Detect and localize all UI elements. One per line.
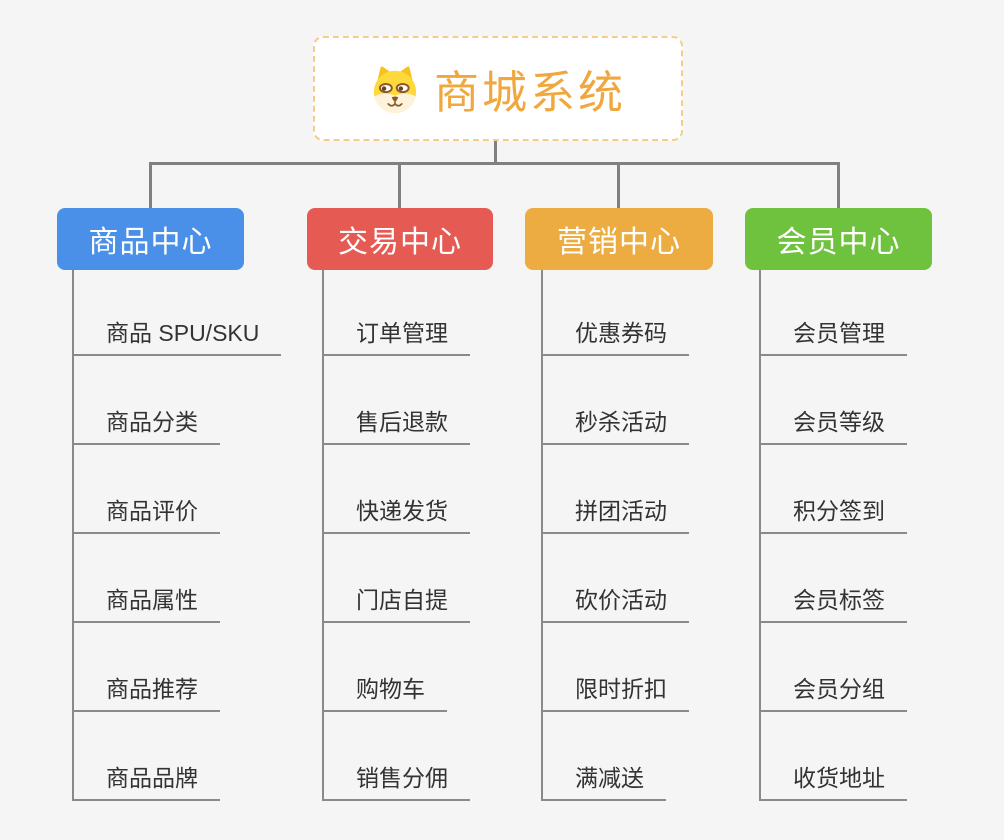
leaf-node[interactable]: 商品属性 <box>72 585 220 623</box>
connector-drop-line <box>149 162 152 208</box>
leaf-node[interactable]: 秒杀活动 <box>541 407 689 445</box>
branch-node-marketing[interactable]: 营销中心 <box>525 208 713 270</box>
leaf-node[interactable]: 商品评价 <box>72 496 220 534</box>
connector-drop-line <box>617 162 620 208</box>
leaf-node[interactable]: 订单管理 <box>322 318 470 356</box>
leaf-node[interactable]: 商品分类 <box>72 407 220 445</box>
leaf-node[interactable]: 会员分组 <box>759 674 907 712</box>
connector-drop-line <box>837 162 840 208</box>
leaf-node[interactable]: 积分签到 <box>759 496 907 534</box>
root-title: 商城系统 <box>433 67 626 118</box>
leaf-node[interactable]: 砍价活动 <box>541 585 689 623</box>
branch-node-product[interactable]: 商品中心 <box>57 208 244 270</box>
leaf-node[interactable]: 售后退款 <box>322 407 470 445</box>
branch-node-trade[interactable]: 交易中心 <box>307 208 493 270</box>
leaf-node[interactable]: 商品 SPU/SKU <box>72 318 282 356</box>
leaf-node[interactable]: 商品推荐 <box>72 674 220 712</box>
leaf-node[interactable]: 销售分佣 <box>322 763 470 801</box>
leaf-node[interactable]: 会员标签 <box>759 585 907 623</box>
leaf-node[interactable]: 限时折扣 <box>541 674 689 712</box>
leaf-node[interactable]: 优惠券码 <box>541 318 689 356</box>
leaf-node[interactable]: 快递发货 <box>322 496 470 534</box>
root-node[interactable]: 商城系统 <box>313 36 683 141</box>
branch-node-member[interactable]: 会员中心 <box>745 208 932 270</box>
leaf-node[interactable]: 满减送 <box>541 763 666 801</box>
branch-spine-line <box>541 270 543 799</box>
connector-drop-line <box>398 162 401 208</box>
branch-connector-bar <box>149 162 839 165</box>
leaf-node[interactable]: 门店自提 <box>322 585 470 623</box>
leaf-node[interactable]: 拼团活动 <box>541 496 689 534</box>
leaf-node[interactable]: 购物车 <box>322 674 447 712</box>
leaf-node[interactable]: 会员等级 <box>759 407 907 445</box>
branch-spine-line <box>322 270 324 799</box>
root-stem-line <box>494 140 497 165</box>
dog-face-icon <box>370 64 420 114</box>
leaf-node[interactable]: 会员管理 <box>759 318 907 356</box>
branch-spine-line <box>759 270 761 799</box>
branch-spine-line <box>72 270 74 799</box>
leaf-node[interactable]: 收货地址 <box>759 763 907 801</box>
leaf-node[interactable]: 商品品牌 <box>72 763 220 801</box>
